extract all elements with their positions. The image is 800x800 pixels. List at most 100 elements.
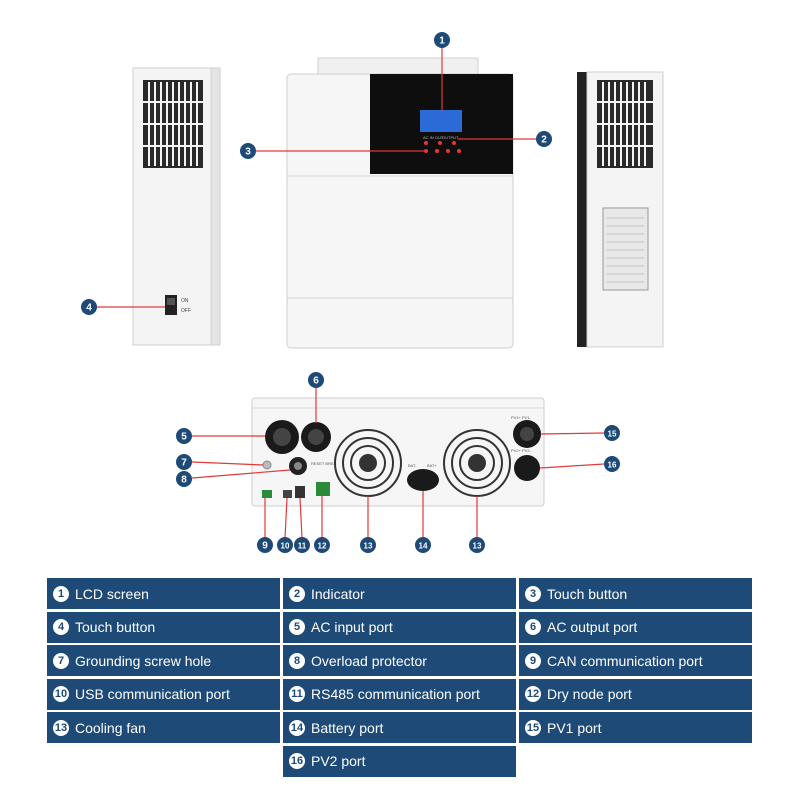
legend-item: 2 Indicator [283,578,516,609]
legend-number: 7 [53,652,69,669]
callout-number: 15 [608,430,617,439]
leader-lines [96,48,605,539]
touch-button [435,149,439,153]
callout-number: 16 [608,461,617,470]
legend-label: AC input port [311,619,393,635]
callout-circle [604,425,620,441]
callout-circle [415,537,431,553]
spec-label [602,207,649,291]
legend-label: Grounding screw hole [75,652,212,669]
callout-circle [294,537,310,553]
legend-number: 15 [525,719,541,736]
legend-item: 10 USB communication port [47,678,280,710]
switch-off-label: OFF [181,308,191,314]
bat-neg-label: BAT- [408,463,417,468]
callout-number: 6 [313,376,319,387]
legend-number: 12 [525,686,541,702]
legend-number: 4 [53,619,69,635]
panel-text-mid: OUTPUT [442,135,459,140]
legend-item: 11 RS485 communication port [283,678,516,710]
callout-number: 7 [181,458,187,469]
grounding-screw [262,460,272,470]
legend-item: 16 PV2 port [283,745,516,777]
callout-circle [240,143,256,159]
rs485-port [295,486,305,498]
legend-number: 11 [289,686,305,702]
callout-circle [308,372,324,388]
callout-circle [360,537,376,553]
callout-number: 14 [419,542,428,551]
panel-text-left: AC IN OUT [423,135,444,140]
legend-item: 7 Grounding screw hole [47,645,280,676]
callout-circle [176,471,192,487]
legend-label: AC output port [547,619,638,635]
callout-number: 8 [181,475,187,486]
legend-number: 10 [53,686,69,702]
callout-number: 2 [541,135,547,146]
switch-on-label: ON [181,298,189,304]
callout-number: 1 [439,36,445,47]
legend-label: Cooling fan [75,719,146,736]
legend-label: Battery port [311,719,384,736]
legend-label: PV2 port [311,753,366,769]
callout-circle [314,537,330,553]
legend-number: 9 [525,652,541,669]
legend-label: Dry node port [547,686,632,702]
legend-item: 6 AC output port [519,611,752,643]
legend-item: 15 PV1 port [519,712,752,743]
legend-number: 3 [525,585,541,602]
legend-item: 13 Cooling fan [47,712,280,743]
legend-label: LCD screen [75,585,149,602]
legend-number: 2 [289,585,305,602]
legend-label: CAN communication port [547,652,703,669]
battery-gland [407,469,439,491]
legend-label: RS485 communication port [311,686,480,702]
bottom-view: RESET BREAKER BAT- BAT+ PV1+ PV1- PV2+ P… [251,397,545,507]
legend-label: Overload protector [311,652,427,669]
front-view: AC IN OUT OUTPUT [286,57,514,349]
legend-item: 9 CAN communication port [519,645,752,676]
legend-label: Touch button [547,585,628,602]
legend-number: 6 [525,619,541,635]
left-side-view: ON OFF [132,67,221,346]
indicator-led [438,141,442,145]
callout-number: 13 [364,542,373,551]
callout-circle [277,537,293,553]
lcd-screen [420,110,462,132]
legend-number: 8 [289,652,305,669]
legend-item: 8 Overload protector [283,645,516,676]
bat-pos-label: BAT+ [427,463,437,468]
breaker-text: RESET BREAKER [311,461,345,466]
usb-port [283,490,292,498]
legend-number: 16 [289,753,305,769]
callout-number: 9 [262,541,268,552]
callout-number: 13 [473,542,482,551]
legend-item: 4 Touch button [47,611,280,643]
callout-number: 11 [298,542,307,551]
indicator-led [452,141,456,145]
callout-number: 10 [281,542,290,551]
legend-number: 14 [289,719,305,736]
callout-circle [81,299,97,315]
callout-number: 3 [245,147,251,158]
inverter-diagram: ON OFF AC IN OUT OUTPUT [81,32,664,553]
callout-circle [257,537,273,553]
callout-circle [536,131,552,147]
legend-label: Indicator [311,585,365,602]
callout-circle [176,428,192,444]
legend-label: PV1 port [547,719,602,736]
callout-number: 4 [86,303,92,314]
callout-circle [469,537,485,553]
legend-label: USB communication port [75,686,230,702]
pv1-text: PV1+ PV1- [511,415,532,420]
legend-number: 13 [53,719,69,736]
legend-item: 12 Dry node port [519,678,752,710]
indicator-led [424,141,428,145]
dry-node-port [316,482,330,496]
callout-circle [176,454,192,470]
callout-circle [604,456,620,472]
legend-label: Touch button [75,619,156,635]
legend-item: 14 Battery port [283,712,516,743]
legend-number: 5 [289,619,305,635]
